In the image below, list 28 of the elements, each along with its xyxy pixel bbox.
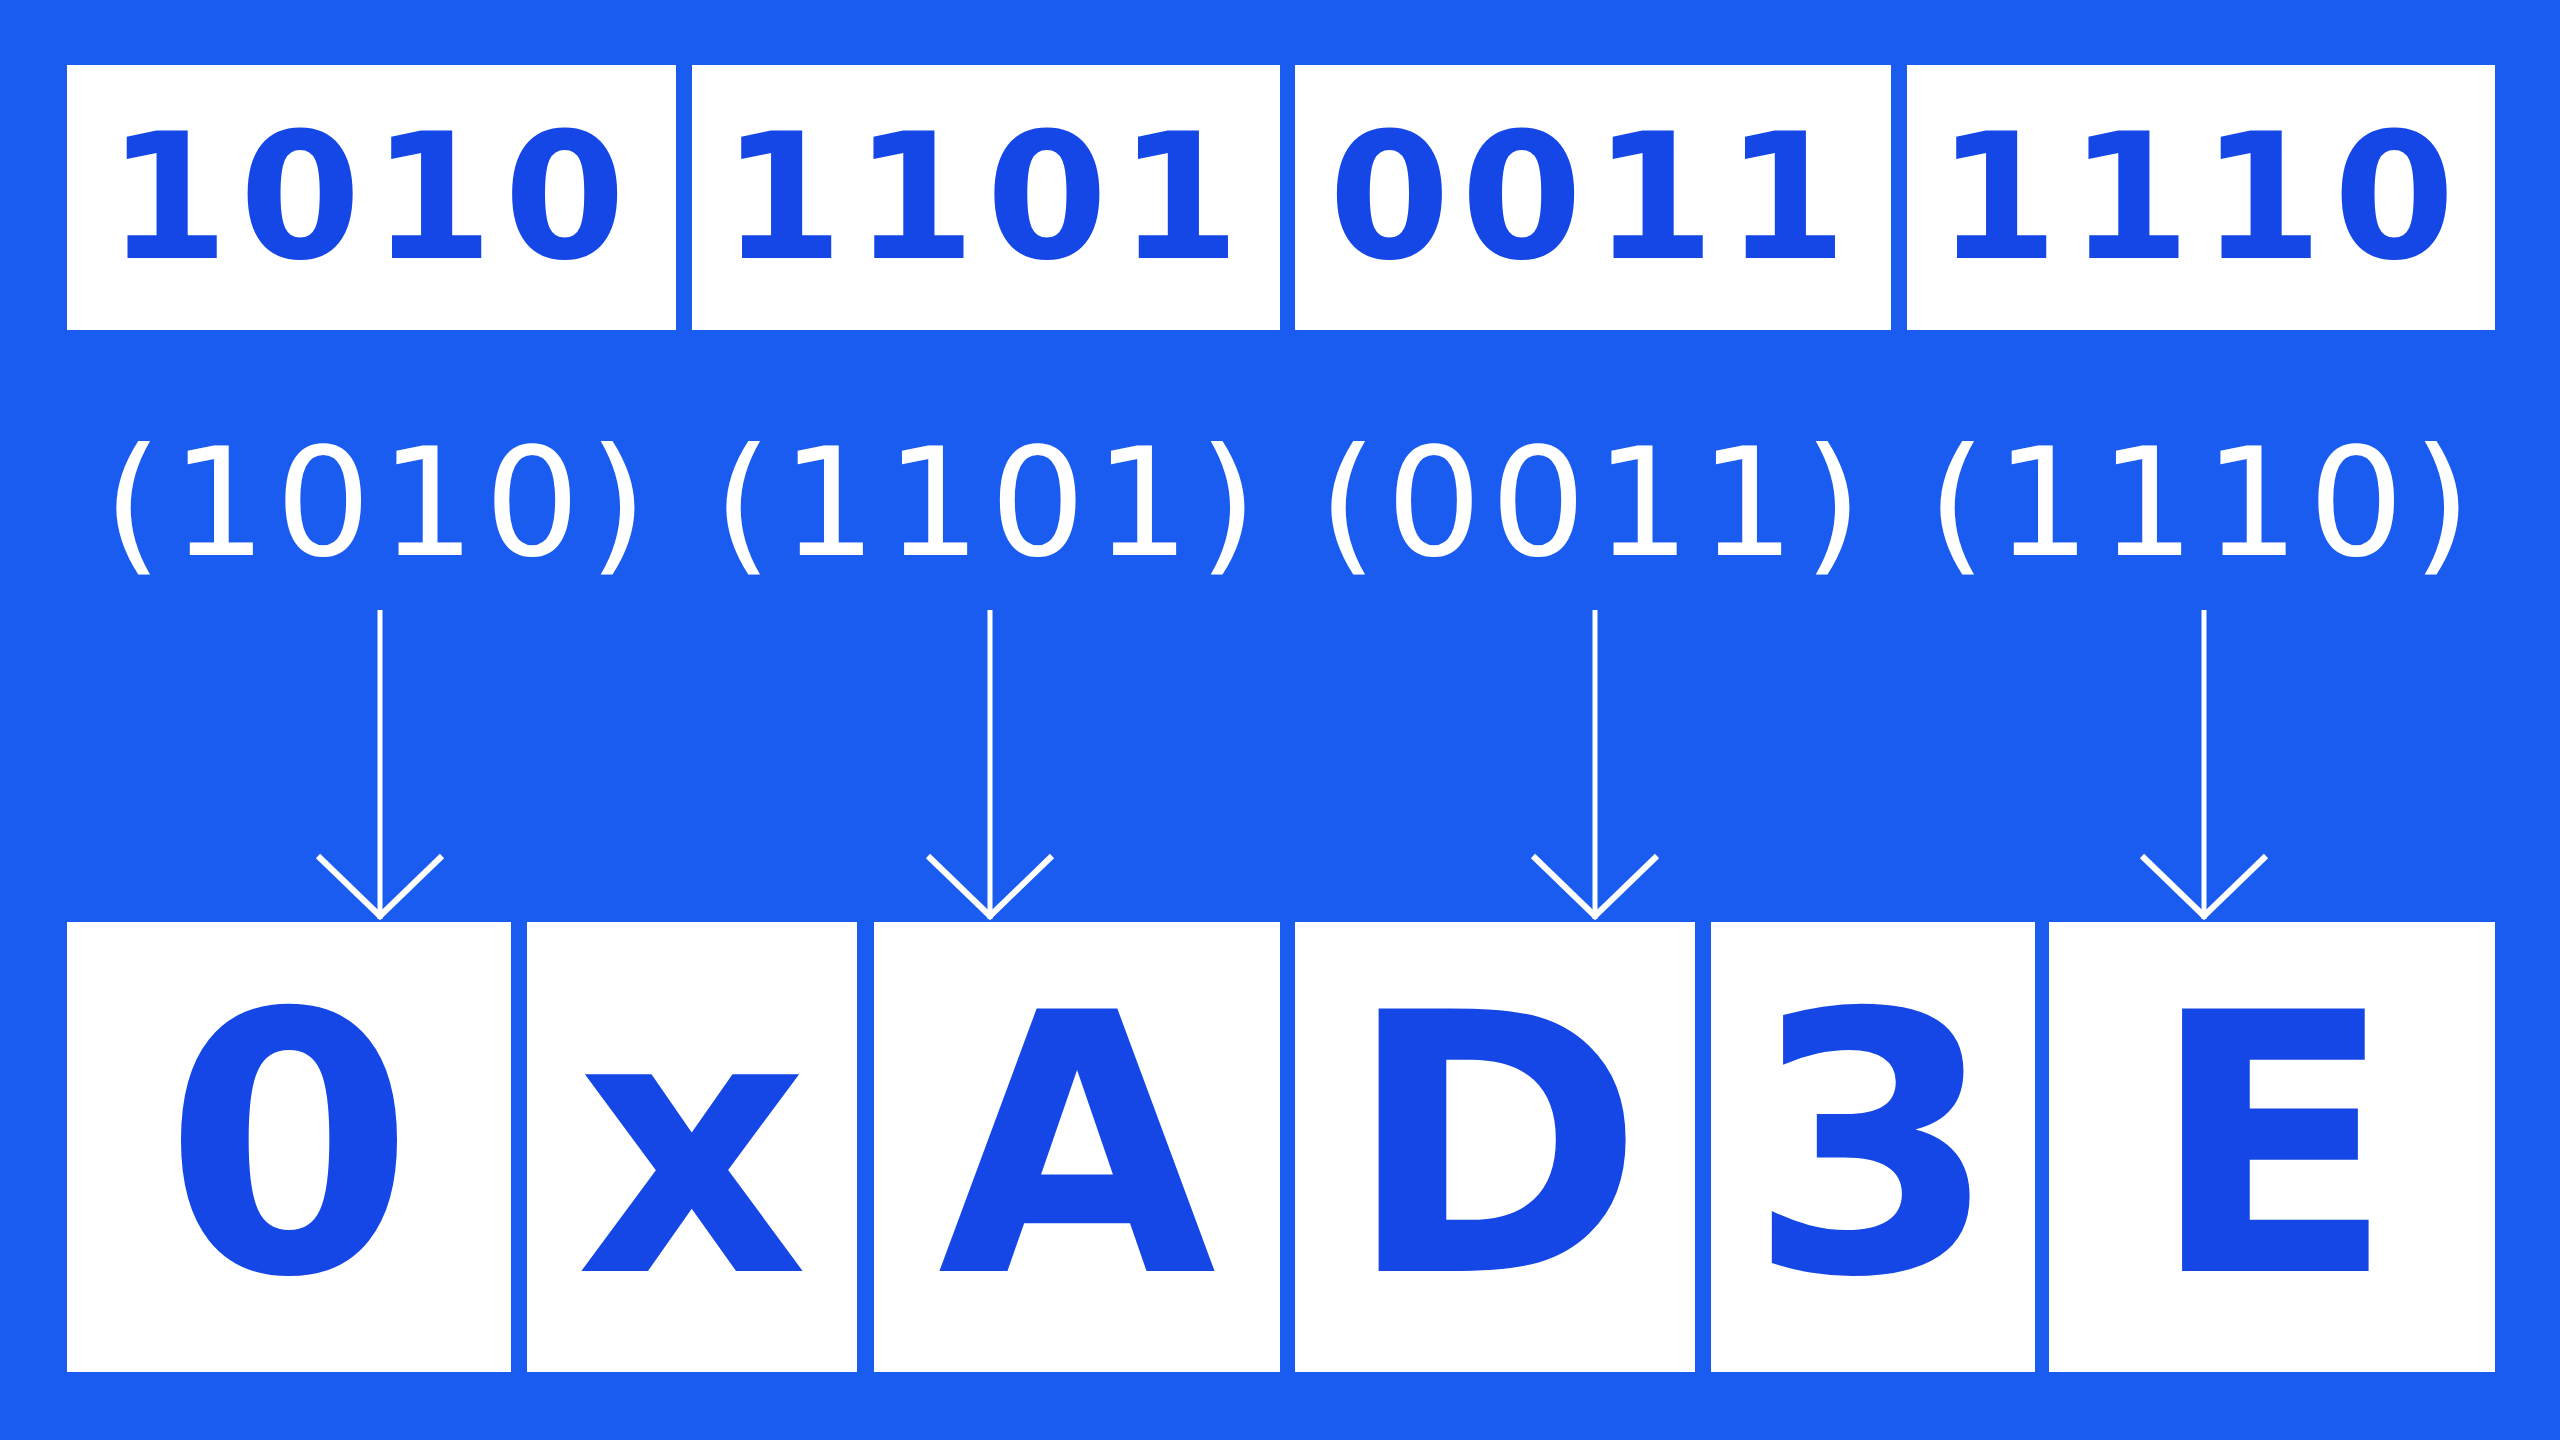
arrow [925,610,1055,919]
binary-nibble-label: (1110) [1927,427,2481,578]
value-box [527,922,857,1372]
hex-digit: A [937,967,1217,1327]
hex-digit: x [575,967,809,1327]
value-box [1295,922,1695,1372]
hex-digit: E [2149,967,2395,1327]
binary-nibble-label: (0011) [1318,427,1872,578]
value-box [692,65,1280,330]
value-box [67,922,511,1372]
binary-nibble-label: (1010) [103,427,657,578]
hex-digit: D [1345,967,1645,1327]
hex-digit: 3 [1747,967,1999,1327]
binary-digit-group: 1101 [721,110,1251,285]
hex-digit: 0 [163,967,415,1327]
value-box [874,922,1280,1372]
binary-digit-group: 0011 [1328,110,1858,285]
arrow [315,610,445,919]
value-box [1907,65,2495,330]
value-box [1711,922,2035,1372]
arrow [1530,610,1660,919]
value-box [1295,65,1891,330]
value-box [2049,922,2495,1372]
binary-nibble-label: (1101) [713,427,1267,578]
value-box [67,65,676,330]
binary-digit-group: 1010 [106,110,637,285]
binary-digit-group: 1110 [1936,110,2466,285]
arrow [2139,610,2269,919]
